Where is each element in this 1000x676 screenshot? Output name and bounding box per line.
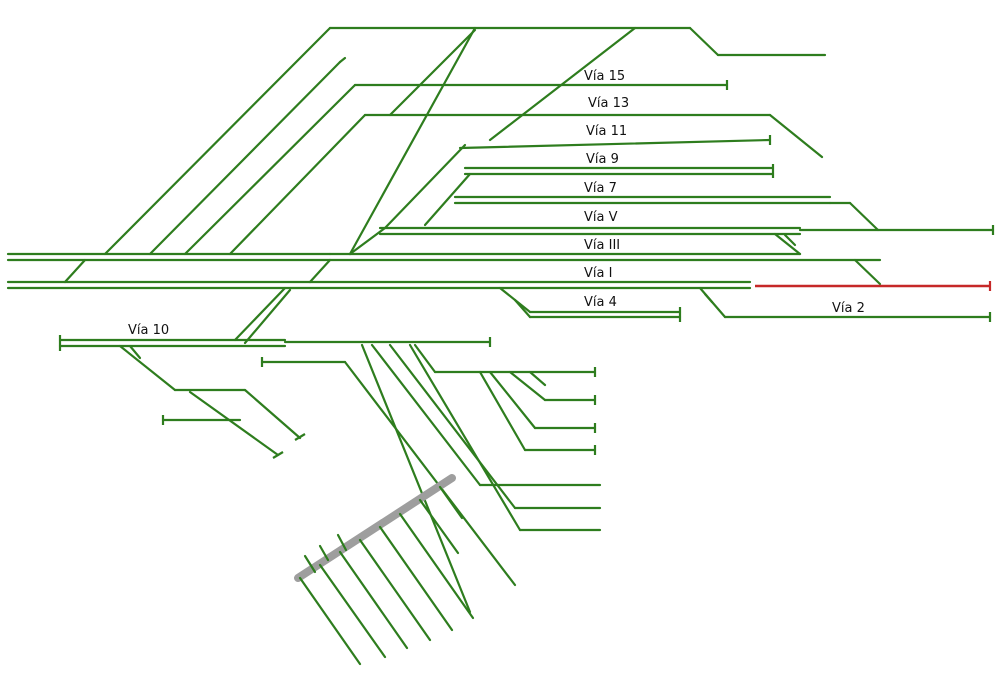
label-via-7: Vía 7	[584, 181, 617, 196]
main-line-tracks	[6, 252, 882, 290]
label-via-11: Vía 11	[586, 124, 627, 139]
label-via-4: Vía 4	[584, 295, 617, 310]
label-via-iii: Vía III	[584, 238, 620, 253]
label-via-9: Vía 9	[586, 152, 619, 167]
track-labels: Vía 15 Vía 13 Vía 11 Vía 9 Vía 7 Vía V V…	[128, 69, 865, 338]
label-via-v: Vía V	[584, 210, 618, 225]
label-via-i: Vía I	[584, 266, 612, 281]
label-via-10: Vía 10	[128, 323, 169, 338]
label-via-2: Vía 2	[832, 301, 865, 316]
upper-fan-tracks	[103, 26, 995, 286]
buffer-stops	[58, 80, 995, 459]
label-via-15: Vía 15	[584, 69, 625, 84]
label-via-13: Vía 13	[588, 96, 629, 111]
lower-side-tracks	[58, 284, 992, 614]
turntable-area	[294, 474, 475, 666]
turntable-bridge	[294, 474, 456, 582]
